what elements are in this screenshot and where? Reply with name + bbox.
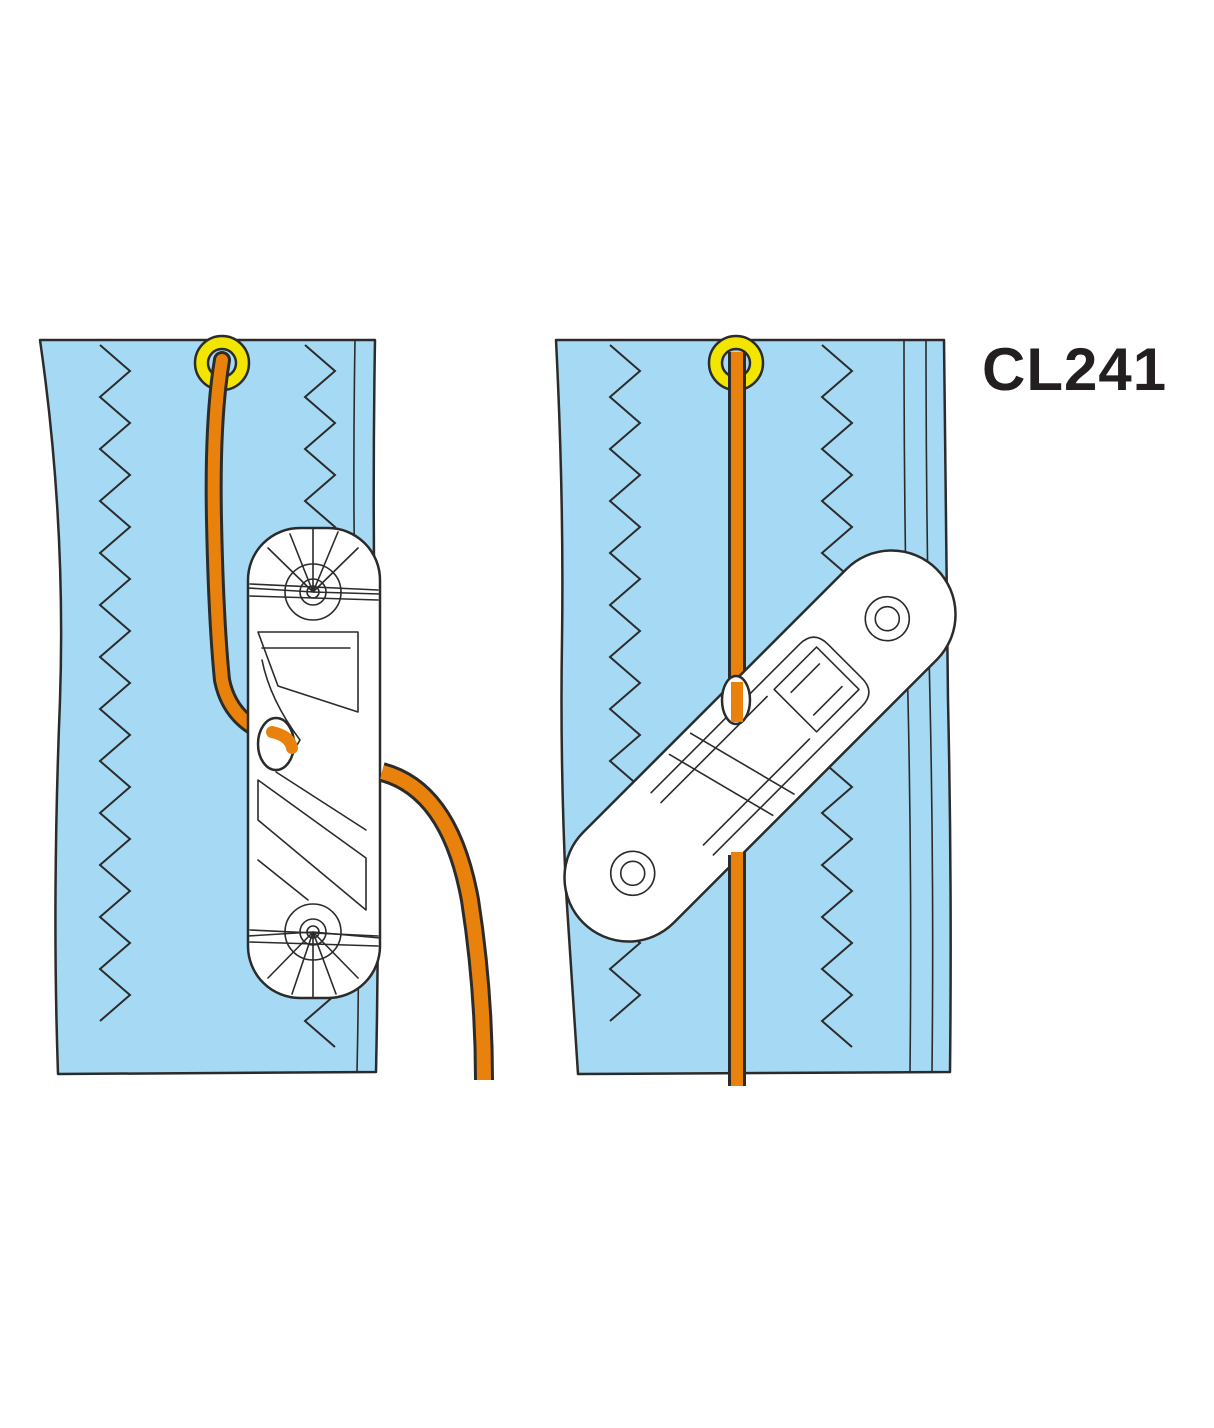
cleat-icon (563, 549, 957, 943)
right-figure (554, 334, 957, 1086)
cleat-icon (246, 526, 382, 1000)
control-line-exit (266, 726, 494, 1081)
control-line-icon (204, 351, 299, 749)
sail-edge-line-right-1 (903, 339, 912, 1073)
sail-edge-line-right-2 (925, 339, 934, 1073)
model-label: CL241 (982, 336, 1168, 403)
stitch-zigzag-left-1 (98, 344, 132, 1022)
left-figure (38, 334, 494, 1081)
control-line-through-cleat (720, 674, 752, 1086)
